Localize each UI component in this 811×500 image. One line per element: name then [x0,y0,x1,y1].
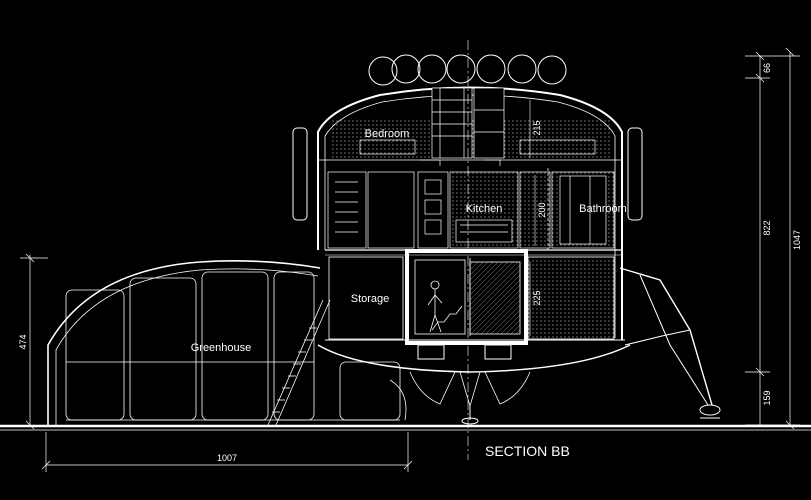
interior-dimensions [529,100,536,336]
room-label-greenhouse: Greenhouse [191,342,252,354]
top-tanks [368,54,567,86]
bedroom-level [330,87,610,166]
dim-greenhouse-height: 474 [18,334,28,349]
room-label-bedroom: Bedroom [365,128,410,140]
hull-base [317,339,631,425]
dim-upper-height: 822 [762,220,772,235]
greenhouse-structure [47,260,407,425]
dim-kitchen-height: 200 [537,202,547,217]
stair-core-highlight [405,249,528,345]
entry-ladder [267,299,331,426]
dim-storage-height: 225 [532,290,542,305]
right-dimensions [745,47,800,430]
dim-total-height: 1047 [792,230,802,250]
dim-bedroom-height: 215 [532,120,542,135]
middle-level [327,168,615,250]
ground-line [0,424,811,431]
room-label-storage: Storage [351,293,390,305]
left-dimension [20,253,48,430]
dim-leg-height: 159 [762,390,772,405]
bottom-dimension [41,432,413,472]
dim-top-cap: 66 [762,63,772,73]
habitat-shell [292,86,643,340]
dim-greenhouse-width: 1007 [217,453,237,463]
room-label-kitchen: Kitchen [466,203,503,215]
lower-level [328,256,615,340]
landing-legs [619,267,721,419]
section-title: SECTION BB [485,443,570,459]
room-label-bathroom: Bathroom [579,203,627,215]
